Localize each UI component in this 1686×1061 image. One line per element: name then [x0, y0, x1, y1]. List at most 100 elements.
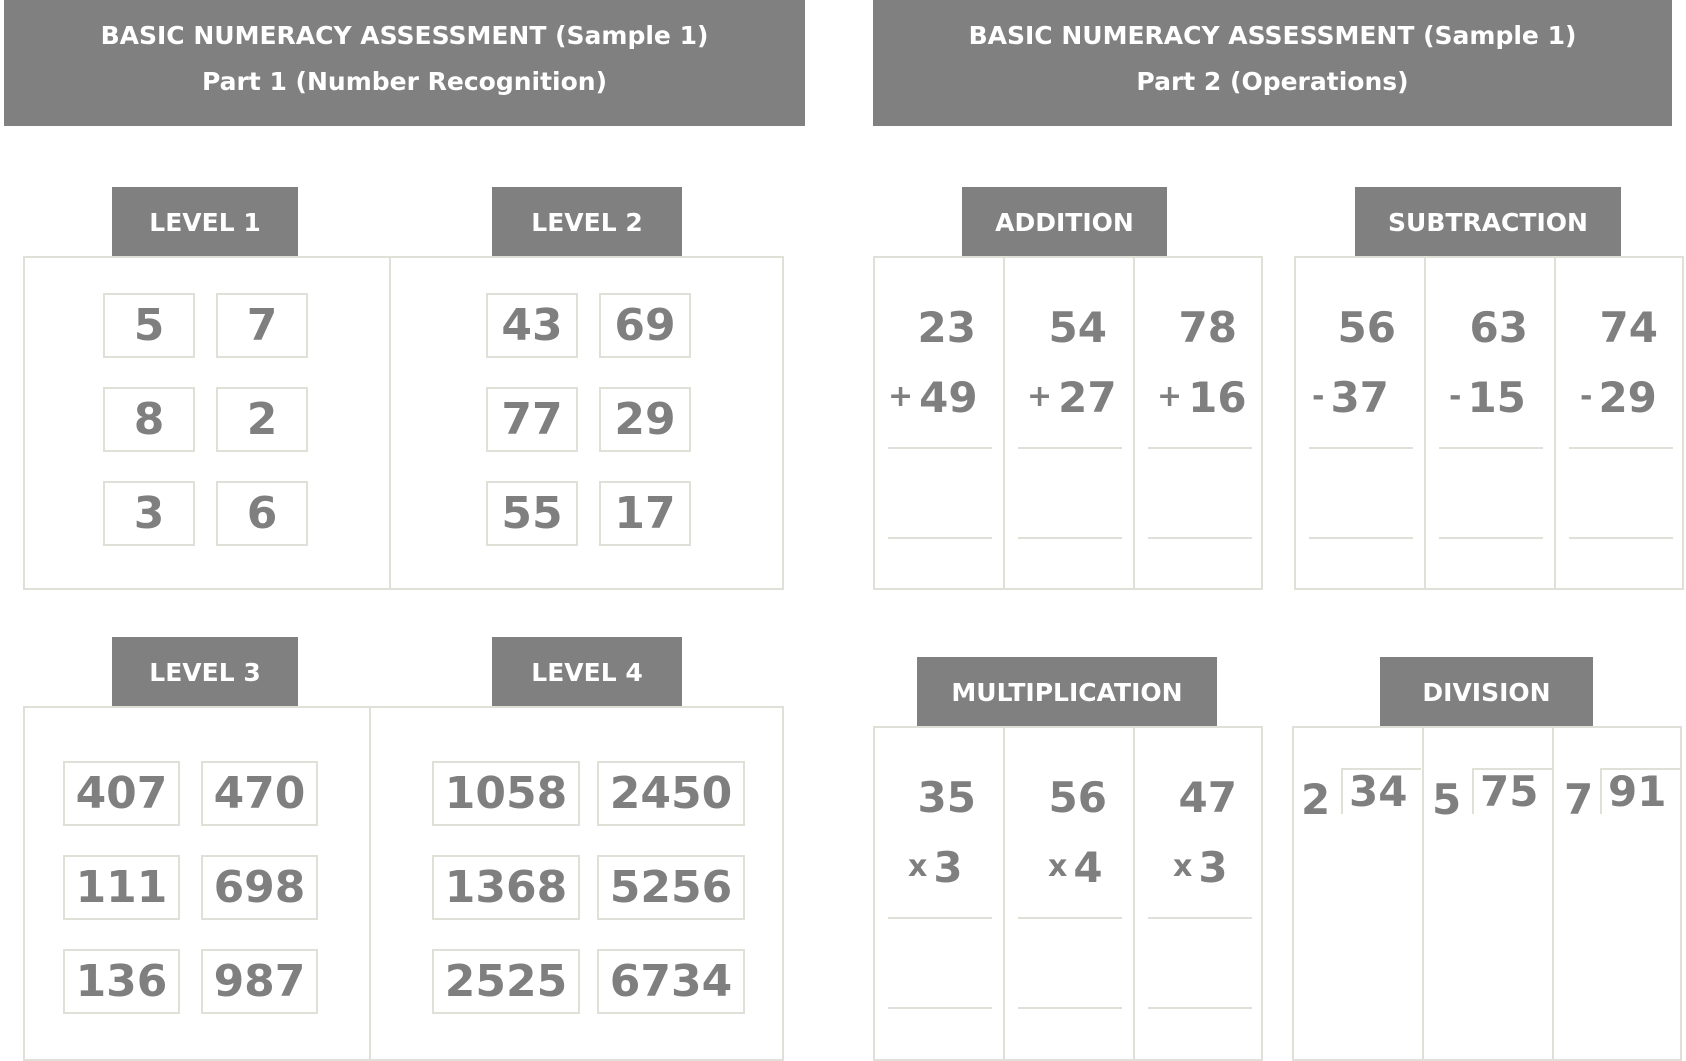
panel-multiplication [873, 726, 1263, 1061]
divisor: 7 [1564, 775, 1594, 824]
number-box: 69 [599, 293, 691, 358]
number-box: 1058 [432, 761, 580, 826]
panel-divider [1003, 728, 1005, 1059]
addend-bottom: +27 [1027, 373, 1117, 422]
tab-addition: ADDITION [962, 187, 1167, 257]
panel-subtraction [1294, 256, 1684, 590]
minuend: 63 [1469, 303, 1528, 352]
answer-line [1148, 917, 1252, 919]
subtrahend: -37 [1312, 373, 1389, 422]
number-box: 29 [599, 387, 691, 452]
panel-divider [1003, 258, 1005, 588]
answer-line [1309, 447, 1413, 449]
multiplicand: 56 [1048, 773, 1107, 822]
panel-divider [1133, 728, 1135, 1059]
number-box: 987 [201, 949, 318, 1014]
number-box: 3 [103, 481, 195, 546]
answer-line [1018, 537, 1122, 539]
panel-level-1-2 [23, 256, 784, 590]
answer-line [1309, 537, 1413, 539]
multiplicand: 35 [917, 773, 976, 822]
part1-header: BASIC NUMERACY ASSESSMENT (Sample 1) Par… [4, 0, 805, 126]
divisor: 5 [1432, 775, 1462, 824]
answer-line [1148, 1007, 1252, 1009]
number-box: 55 [486, 481, 578, 546]
plus-sign: + [1027, 379, 1053, 414]
addend-top: 23 [917, 303, 976, 352]
panel-divider [1422, 728, 1424, 1059]
minuend: 56 [1337, 303, 1396, 352]
times-sign: x [1048, 849, 1068, 884]
answer-line [888, 917, 992, 919]
answer-line [1018, 447, 1122, 449]
panel-divider [1424, 258, 1426, 588]
number-box: 111 [63, 855, 180, 920]
dividend: 91 [1600, 768, 1680, 814]
tab-level-4: LEVEL 4 [492, 637, 682, 707]
number-box: 17 [599, 481, 691, 546]
divisor: 2 [1301, 775, 1331, 824]
number-box: 5256 [597, 855, 745, 920]
answer-line [1439, 447, 1543, 449]
addend-bottom: +16 [1157, 373, 1247, 422]
number-box: 470 [201, 761, 318, 826]
answer-line [1018, 1007, 1122, 1009]
minus-sign: - [1580, 379, 1593, 414]
number-box: 77 [486, 387, 578, 452]
times-sign: x [1173, 849, 1193, 884]
number-box: 43 [486, 293, 578, 358]
panel-divider [369, 708, 371, 1059]
answer-line [1148, 447, 1252, 449]
minus-sign: - [1312, 379, 1325, 414]
number-box: 136 [63, 949, 180, 1014]
panel-divider [1552, 728, 1554, 1059]
answer-line [1148, 537, 1252, 539]
part2-header: BASIC NUMERACY ASSESSMENT (Sample 1) Par… [873, 0, 1672, 126]
times-sign: x [908, 849, 928, 884]
minus-sign: - [1449, 379, 1462, 414]
panel-addition [873, 256, 1263, 590]
answer-line [1569, 447, 1673, 449]
dividend: 34 [1341, 768, 1421, 814]
subtrahend: -29 [1580, 373, 1657, 422]
plus-sign: + [1157, 379, 1183, 414]
number-box: 5 [103, 293, 195, 358]
number-box: 1368 [432, 855, 580, 920]
panel-division [1292, 726, 1682, 1061]
number-box: 6 [216, 481, 308, 546]
tab-level-3: LEVEL 3 [112, 637, 298, 707]
minuend: 74 [1599, 303, 1658, 352]
addend-top: 54 [1048, 303, 1107, 352]
multiplicand: 47 [1178, 773, 1237, 822]
number-box: 7 [216, 293, 308, 358]
number-box: 2450 [597, 761, 745, 826]
panel-divider [389, 258, 391, 588]
tab-level-1: LEVEL 1 [112, 187, 298, 257]
answer-line [888, 1007, 992, 1009]
number-box: 8 [103, 387, 195, 452]
panel-level-3-4 [23, 706, 784, 1061]
part2-title: BASIC NUMERACY ASSESSMENT (Sample 1) [968, 21, 1577, 50]
subtrahend: -15 [1449, 373, 1526, 422]
tab-division: DIVISION [1380, 657, 1593, 727]
dividend: 75 [1472, 768, 1552, 814]
plus-sign: + [888, 379, 914, 414]
answer-line [1569, 537, 1673, 539]
part2-subtitle: Part 2 (Operations) [1136, 67, 1409, 96]
tab-level-2: LEVEL 2 [492, 187, 682, 257]
answer-line [1018, 917, 1122, 919]
tab-multiplication: MULTIPLICATION [917, 657, 1217, 727]
number-box: 407 [63, 761, 180, 826]
part1-title: BASIC NUMERACY ASSESSMENT (Sample 1) [100, 21, 709, 50]
answer-line [1439, 537, 1543, 539]
number-box: 698 [201, 855, 318, 920]
number-box: 2525 [432, 949, 580, 1014]
answer-line [888, 537, 992, 539]
addend-top: 78 [1178, 303, 1237, 352]
tab-subtraction: SUBTRACTION [1355, 187, 1621, 257]
panel-divider [1133, 258, 1135, 588]
answer-line [888, 447, 992, 449]
